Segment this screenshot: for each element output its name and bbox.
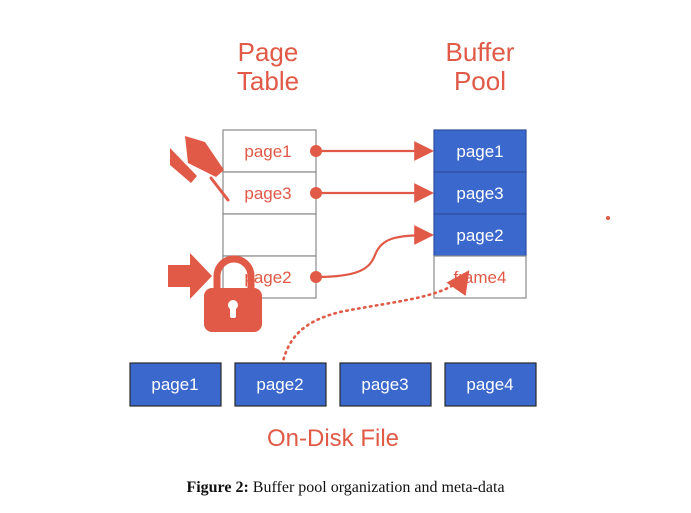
caption-text: Buffer pool organization and meta-data (248, 479, 505, 496)
stray-dot (606, 216, 610, 220)
mapping-arrows (310, 141, 434, 283)
disk-page (444, 362, 537, 407)
disk-page (129, 362, 222, 407)
buffer-frame-label: page2 (456, 226, 503, 245)
page-table: page1 page3 page2 (222, 129, 317, 299)
lock-icon (204, 255, 262, 332)
disk-title: On-Disk File (267, 425, 399, 452)
buffer-frame (433, 213, 527, 257)
page-table-entry: page2 (244, 268, 291, 287)
disk-page-label: page3 (361, 375, 408, 394)
buffer-frame-label: frame4 (454, 268, 507, 287)
page-table-title-line2: Table (237, 66, 299, 96)
buffer-pool: page1 page3 page2 frame4 (433, 129, 527, 299)
buffer-frame-label: page3 (456, 184, 503, 203)
buffer-frame (433, 171, 527, 215)
disk-page-label: page4 (466, 375, 513, 394)
page-table-entry: page1 (244, 142, 291, 161)
pin-icon (170, 136, 230, 202)
disk-page-label: page2 (256, 375, 303, 394)
load-path-dotted (280, 270, 470, 367)
buffer-pool-title-line2: Pool (454, 66, 506, 96)
disk-page (234, 362, 327, 407)
page-table-row (222, 129, 317, 173)
arrow-right-icon (168, 253, 212, 299)
page-table-title-line1: Page (238, 37, 299, 67)
caption-label: Figure 2: (186, 479, 249, 496)
buffer-frame-label: page1 (456, 142, 503, 161)
disk-pages: page1 page2 page3 page4 (129, 362, 537, 407)
disk-page (339, 362, 432, 407)
figure-caption: Figure 2: Buffer pool organization and m… (0, 479, 691, 497)
buffer-frame (433, 129, 527, 173)
disk-page-label: page1 (151, 375, 198, 394)
mapping-arrow (315, 225, 434, 279)
buffer-pool-title-line1: Buffer (446, 37, 515, 67)
page-table-row (222, 213, 317, 257)
page-table-entry: page3 (244, 184, 291, 203)
page-table-row (222, 171, 317, 215)
